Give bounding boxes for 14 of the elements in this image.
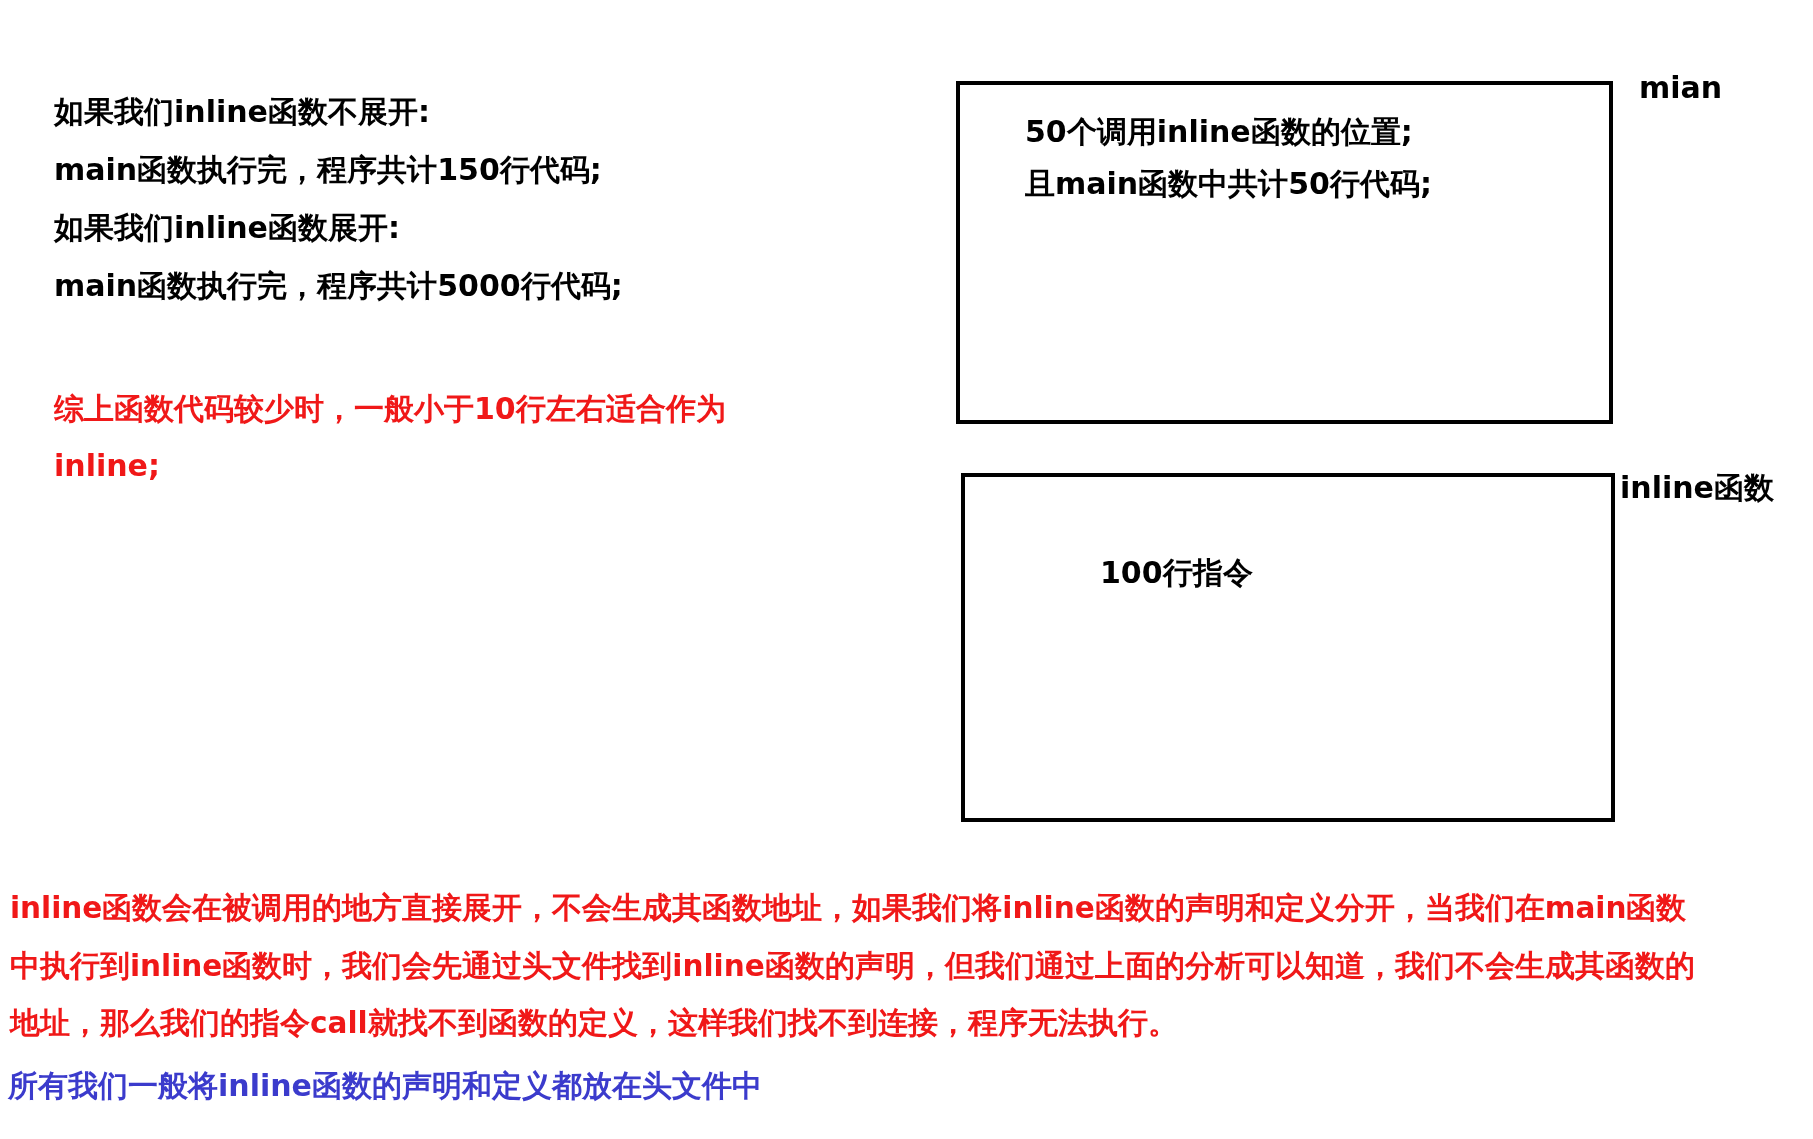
note-paragraph: 所有我们一般将inline函数的声明和定义都放在头文件中 — [8, 1067, 763, 1105]
box-text: 100行指令 — [1100, 554, 1253, 592]
note-paragraph: inline函数会在被调用的地方直接展开，不会生成其函数地址，如果我们将inline函数的声明和定义分开，当我们在main函数中执行到inline函数时，我们会先通过头文件找到inline函数的声明，但我们通过上面的分析可以知道，我们不会生成其函数的地址，那么我们的指令call就找不到函数的定义，这样我们找不到连接，程序无法执行。 — [10, 890, 1696, 1043]
box-text: 且main函数中共计50行代码; — [1025, 165, 1432, 203]
text-line: main函数执行完，程序共计5000行代码; — [54, 267, 624, 305]
box-text: 50个调用inline函数的位置; — [1025, 113, 1413, 151]
function-box — [961, 473, 1615, 822]
text-line: 如果我们inline函数不展开: — [54, 93, 431, 131]
box-title: mian — [1639, 69, 1723, 107]
box-title: inline函数 — [1620, 469, 1774, 507]
text-line: main函数执行完，程序共计150行代码; — [54, 151, 603, 189]
function-box — [956, 81, 1613, 424]
note-paragraph: 综上函数代码较少时，一般小于10行左右适合作为inline; — [54, 390, 727, 485]
text-line: 如果我们inline函数展开: — [54, 209, 401, 247]
